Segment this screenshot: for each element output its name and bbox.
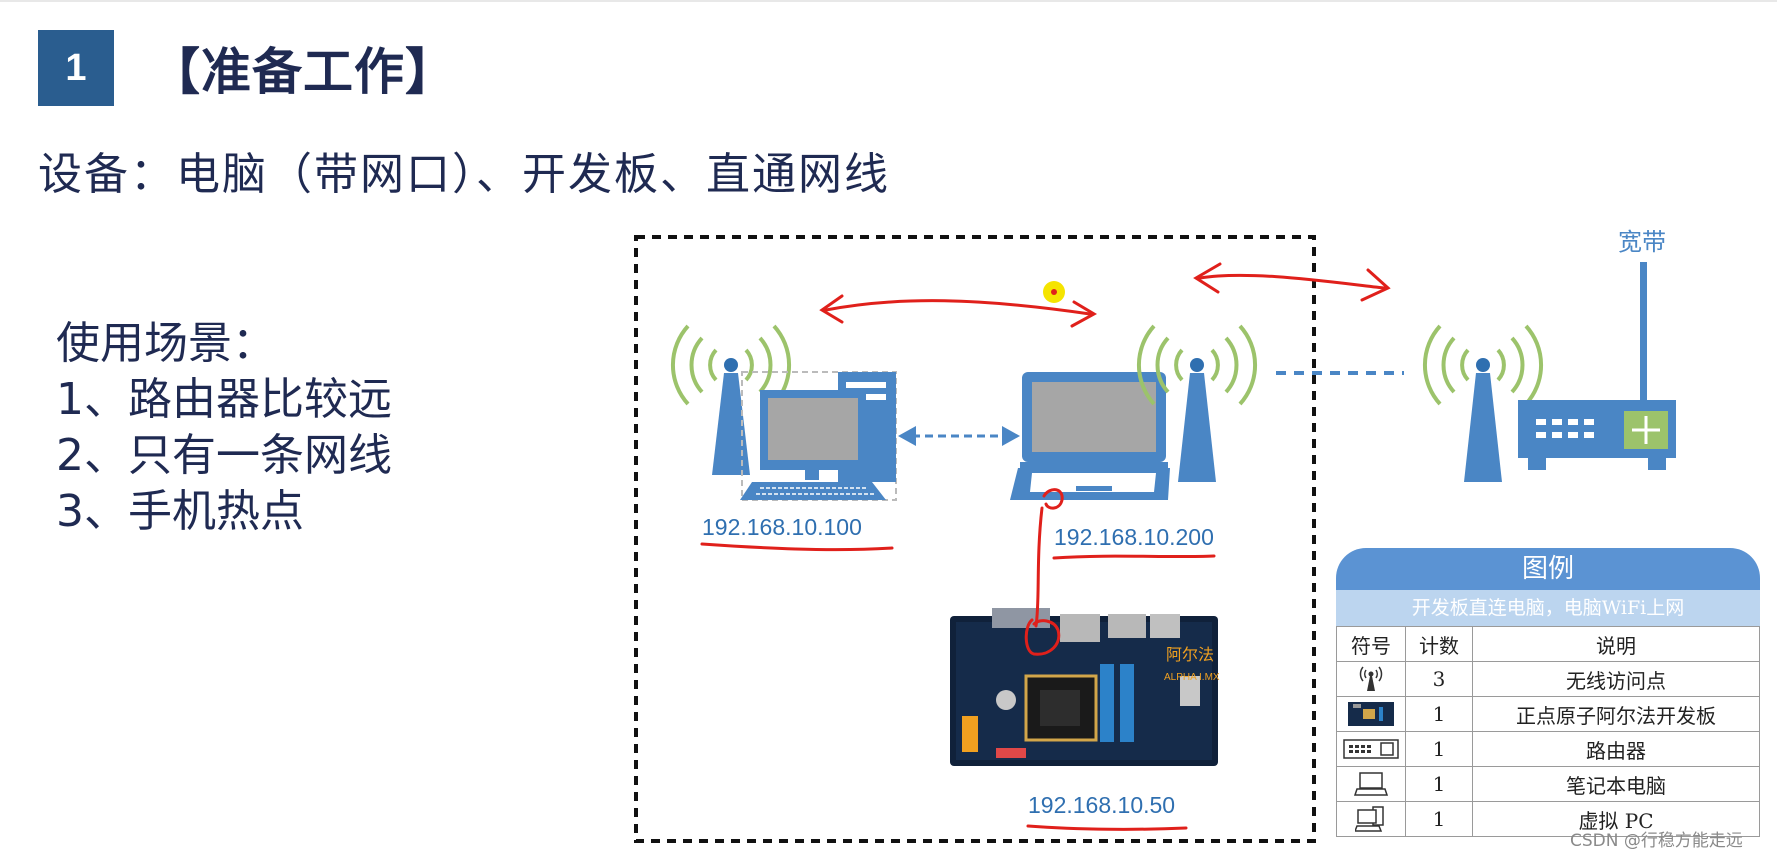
- legend-header-row: 符号 计数 说明: [1336, 626, 1760, 662]
- board-model: ALPHA I.MX: [1164, 672, 1220, 683]
- router-icon: [1343, 739, 1399, 759]
- legend-desc: 笔记本电脑: [1472, 766, 1760, 802]
- legend-desc: 正点原子阿尔法开发板: [1472, 696, 1760, 732]
- legend-symbol-cell: [1336, 731, 1406, 767]
- dev-board-icon: [1348, 702, 1394, 727]
- ip-label-laptop: 192.168.10.200: [1054, 524, 1214, 550]
- legend-count: 1: [1405, 731, 1473, 767]
- page-title: 【准备工作】: [150, 43, 456, 101]
- legend-row: 3 无线访问点: [1336, 661, 1760, 697]
- wifi-ap-icon: [1359, 666, 1383, 692]
- laser-pointer-center: [1051, 289, 1057, 295]
- laptop-icon: [1354, 772, 1388, 796]
- legend-desc: 路由器: [1472, 731, 1760, 767]
- equipment-line: 设备：电脑（带网口）、开发板、直通网线: [38, 149, 890, 200]
- legend-row: 1 路由器: [1336, 731, 1760, 767]
- laptop-icon: [1010, 372, 1170, 500]
- legend-count: 1: [1405, 801, 1473, 837]
- ip-label-pc: 192.168.10.100: [702, 514, 862, 540]
- wifi-ap-icon: [1136, 324, 1258, 482]
- legend-title: 图例: [1336, 548, 1760, 590]
- dev-board-icon: 阿尔法 ALPHA I.MX: [950, 608, 1220, 766]
- legend-col-symbol: 符号: [1336, 626, 1406, 662]
- pc-icon: [1355, 806, 1384, 832]
- legend-row: 1 虚拟 PC: [1336, 801, 1760, 837]
- scenario-item: 1、路由器比较远: [56, 374, 392, 425]
- watermark: CSDN @行稳方能走远: [1570, 831, 1743, 851]
- router-icon: [1518, 262, 1676, 470]
- legend-count: 1: [1405, 766, 1473, 802]
- pc-icon: [740, 371, 897, 501]
- ip-label-board: 192.168.10.50: [1028, 792, 1176, 818]
- legend-symbol-cell: [1336, 766, 1406, 802]
- scenario-list: 使用场景： 1、路由器比较远 2、只有一条网线 3、手机热点: [56, 316, 392, 540]
- red-annotations: [700, 262, 1391, 831]
- section-number-badge: 1: [38, 30, 114, 106]
- legend-count: 3: [1405, 661, 1473, 697]
- wifi-ap-icon: [1422, 324, 1544, 482]
- broadband-label: 宽带: [1618, 228, 1666, 256]
- scenario-item: 3、手机热点: [56, 486, 304, 537]
- legend-count: 1: [1405, 696, 1473, 732]
- legend-table: 符号 计数 说明 3 无线访问点 1 正点原子阿尔法开发板: [1336, 626, 1760, 837]
- board-brand: 阿尔法: [1166, 645, 1214, 664]
- scenario-item: 2、只有一条网线: [56, 430, 392, 481]
- legend-symbol-cell: [1336, 661, 1406, 697]
- legend-symbol-cell: [1336, 696, 1406, 732]
- legend-row: 1 正点原子阿尔法开发板: [1336, 696, 1760, 732]
- legend-desc: 虚拟 PC: [1472, 801, 1760, 837]
- legend-desc: 无线访问点: [1472, 661, 1760, 697]
- legend-subtitle: 开发板直连电脑，电脑WiFi上网: [1336, 590, 1760, 626]
- legend-col-desc: 说明: [1472, 626, 1760, 662]
- pc-laptop-link: [898, 426, 1020, 446]
- legend-row: 1 笔记本电脑: [1336, 766, 1760, 802]
- top-divider: [0, 0, 1777, 2]
- lan-boundary-box: [634, 235, 1316, 843]
- legend-col-count: 计数: [1405, 626, 1473, 662]
- scenario-heading: 使用场景：: [56, 318, 276, 369]
- legend-panel: 图例 开发板直连电脑，电脑WiFi上网 符号 计数 说明 3 无线访问点: [1336, 548, 1760, 837]
- legend-symbol-cell: [1336, 801, 1406, 837]
